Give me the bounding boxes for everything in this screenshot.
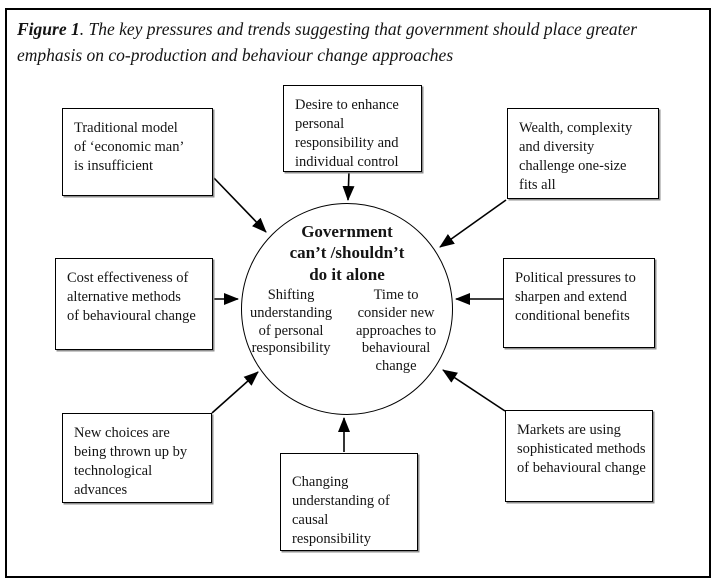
figure-caption-text: . The key pressures and trends suggestin… bbox=[17, 19, 638, 66]
central-circle: Government can’t /shouldn’t do it alone … bbox=[241, 203, 453, 415]
central-circle-right-note: Time to consider new approaches to behav… bbox=[356, 287, 437, 374]
pressure-box-cost-effectiveness: Cost effectiveness of alternative method… bbox=[55, 258, 213, 350]
figure-caption: Figure 1. The key pressures and trends s… bbox=[17, 16, 665, 69]
pressure-box-traditional-model: Traditional model of ‘economic man’ is i… bbox=[62, 108, 213, 196]
pressure-box-personal-responsibility: Desire to enhance personal responsibilit… bbox=[283, 85, 422, 172]
pressure-box-causal-responsibility: Changing understanding of causal respons… bbox=[280, 453, 418, 551]
central-circle-heading: Government can’t /shouldn’t do it alone bbox=[289, 222, 405, 284]
central-circle-notes: Shifting understanding of personal respo… bbox=[242, 287, 452, 375]
central-circle-left-note: Shifting understanding of personal respo… bbox=[249, 287, 333, 357]
pressure-box-new-choices: New choices are being thrown up by techn… bbox=[62, 413, 212, 503]
pressure-box-political-pressures: Political pressures to sharpen and exten… bbox=[503, 258, 655, 348]
figure-caption-label: Figure 1 bbox=[17, 19, 80, 39]
pressure-box-markets: Markets are using sophisticated methods … bbox=[505, 410, 653, 502]
pressure-box-wealth-complexity: Wealth, complexity and diversity challen… bbox=[507, 108, 659, 199]
